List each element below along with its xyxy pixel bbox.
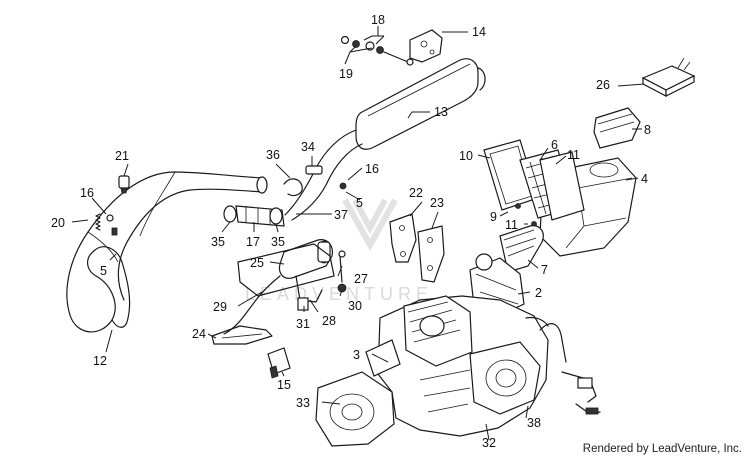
- clamps-and-springs: [223, 165, 347, 227]
- callout-7: 7: [541, 263, 548, 277]
- plug-part: [118, 175, 130, 194]
- callout-27: 27: [354, 272, 368, 286]
- callout-8: 8: [644, 123, 651, 137]
- callout-9: 9: [490, 210, 497, 224]
- callout-16-left: 16: [80, 186, 94, 200]
- callout-19: 19: [339, 67, 353, 81]
- callout-10: 10: [459, 149, 473, 163]
- callout-labels: 18 19 14 13 26 8 6 11 10 4 9 11 7 2 3 32…: [51, 13, 651, 450]
- callout-30: 30: [348, 299, 362, 313]
- spring-and-washer: [95, 213, 118, 236]
- callout-35-right: 35: [271, 235, 285, 249]
- callout-4: 4: [641, 172, 648, 186]
- callout-38: 38: [527, 416, 541, 430]
- callout-29: 29: [213, 300, 227, 314]
- callout-17: 17: [246, 235, 260, 249]
- callout-20: 20: [51, 216, 65, 230]
- callout-16-right: 16: [365, 162, 379, 176]
- silencer: [284, 58, 486, 221]
- silencer-bracket: [409, 29, 443, 63]
- ignition-coil-group: [223, 239, 347, 335]
- callout-24: 24: [192, 327, 206, 341]
- callout-11-top: 11: [567, 148, 580, 162]
- callout-15: 15: [277, 378, 291, 392]
- callout-5-left: 5: [100, 264, 107, 278]
- cables: [211, 325, 273, 345]
- callout-3: 3: [353, 348, 360, 362]
- callout-25: 25: [250, 256, 264, 270]
- callout-34: 34: [301, 140, 315, 154]
- callout-11-bottom: 11: [505, 218, 518, 232]
- callout-37: 37: [334, 208, 348, 222]
- intake-boot: [593, 107, 641, 149]
- callout-2: 2: [535, 286, 542, 300]
- watermark: LEADVENTURE: [245, 198, 433, 304]
- callout-26: 26: [596, 78, 610, 92]
- callout-33: 33: [296, 396, 310, 410]
- callout-21: 21: [115, 149, 129, 163]
- leader-lines: [71, 26, 645, 441]
- callout-6: 6: [551, 138, 558, 152]
- bolts-and-washers: [340, 35, 414, 66]
- engine-block: [315, 295, 601, 447]
- callout-28: 28: [322, 314, 336, 328]
- spark-plug-cap: [267, 347, 291, 379]
- callout-5-right: 5: [356, 196, 363, 210]
- callout-36: 36: [266, 148, 280, 162]
- callout-32: 32: [482, 436, 496, 450]
- callout-23: 23: [430, 196, 444, 210]
- callout-12: 12: [93, 354, 107, 368]
- expansion-chamber: [66, 171, 268, 333]
- watermark-text: LEADVENTURE: [245, 284, 433, 304]
- callout-22: 22: [409, 186, 423, 200]
- mounting-brackets: [389, 213, 445, 283]
- callout-31: 31: [296, 317, 310, 331]
- callout-35-left: 35: [211, 235, 225, 249]
- cdi-unit: [641, 57, 696, 97]
- callout-18: 18: [371, 13, 385, 27]
- rendered-by-credit: Rendered by LeadVenture, Inc.: [582, 443, 742, 455]
- callout-13: 13: [434, 105, 448, 119]
- air-filter-stack: [483, 139, 585, 227]
- callout-14: 14: [472, 25, 486, 39]
